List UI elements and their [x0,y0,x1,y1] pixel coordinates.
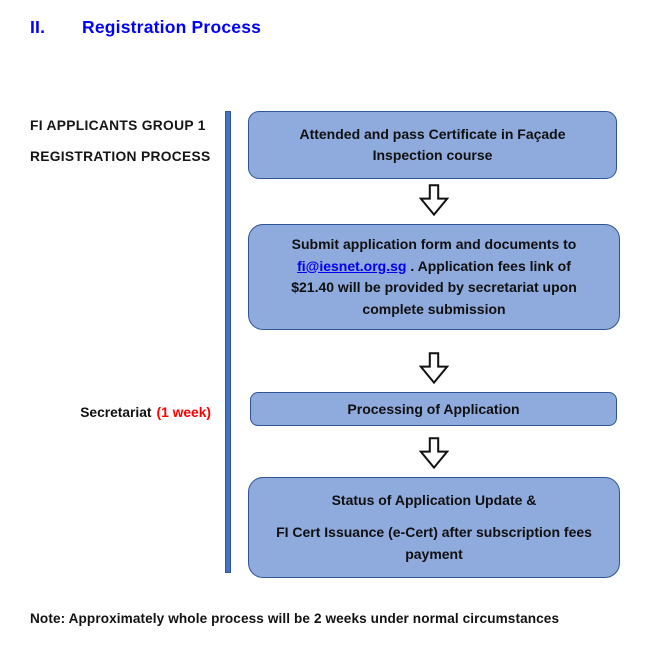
registration-process-label: REGISTRATION PROCESS [30,149,211,164]
secretariat-annotation: Secretariat (1 week) [0,405,211,420]
flow-step-text: . Application fees link of [406,257,571,274]
flow-step-submit-application: Submit application form and documents to… [248,224,620,330]
flow-step-text: Submit application form and documents to [291,236,577,252]
flow-step-status-update: Status of Application Update & FI Cert I… [248,477,620,578]
flow-step-text: Status of Application Update & [331,491,537,508]
flow-step-processing: Processing of Application [250,392,617,426]
secretariat-duration: (1 week) [156,405,211,420]
down-arrow-icon [419,437,449,469]
flow-step-text: Attended and pass Certificate in Façade [299,125,566,142]
applicants-group-label: FI APPLICANTS GROUP 1 [30,118,206,133]
flow-step-text: payment [405,545,463,562]
down-arrow-icon [419,352,449,384]
flow-step-certificate-course: Attended and pass Certificate in Façade … [248,111,617,179]
flow-step-text: Inspection course [372,147,493,163]
email-link[interactable]: fi@iesnet.org.sg [297,257,407,274]
vertical-divider-bar [225,111,231,573]
flow-step-text: $21.40 will be provided by secretariat u… [291,279,577,295]
secretariat-label: Secretariat [80,405,152,420]
down-arrow-icon [419,184,449,216]
flow-step-text: complete submission [362,300,506,317]
section-title-text: Registration Process [82,17,262,37]
flow-step-text: fi@iesnet.org.sg . Application fees link… [297,256,571,278]
flow-step-text: Processing of Application [347,401,520,417]
process-duration-note: Note: Approximately whole process will b… [30,611,560,626]
page-title: II. Registration Process [30,17,261,38]
flow-step-text: FI Cert Issuance (e-Cert) after subscrip… [276,524,592,541]
section-numeral: II. [30,17,46,37]
